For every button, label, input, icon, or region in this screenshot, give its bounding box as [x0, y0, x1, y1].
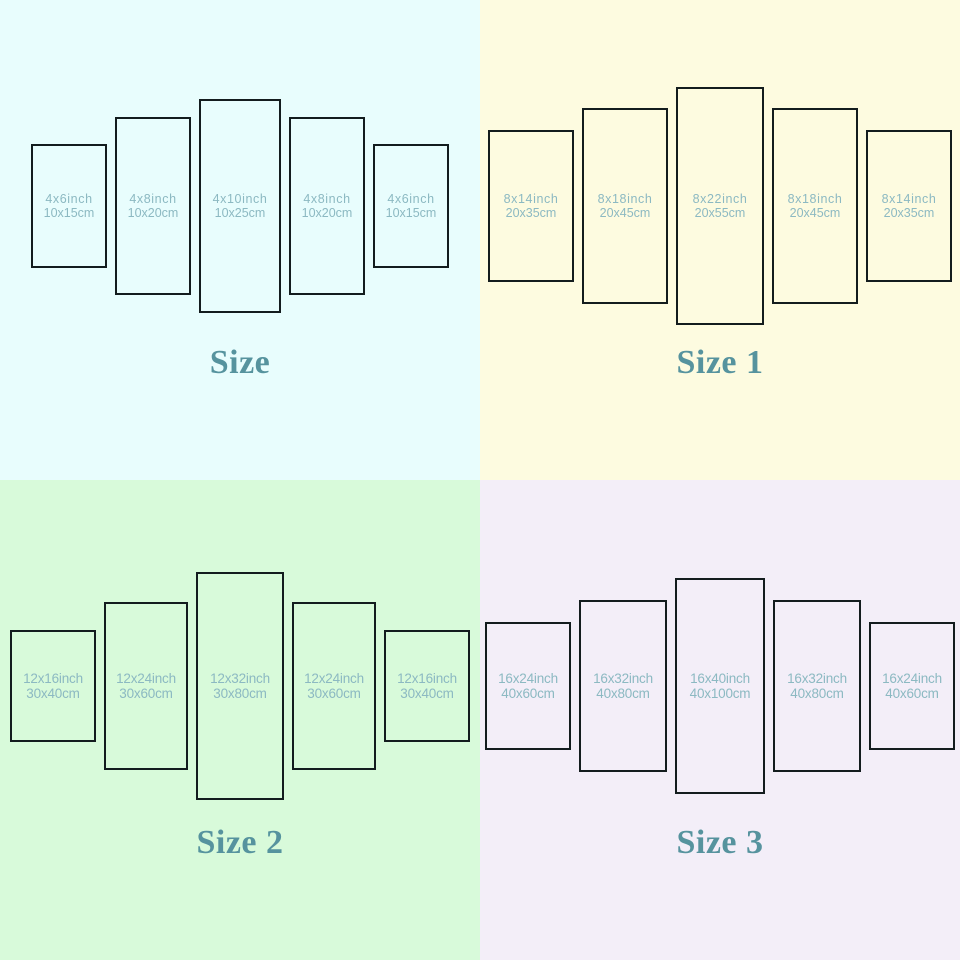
- panel-size-centimeters: 30x60cm: [307, 686, 361, 701]
- panel-size-centimeters: 30x40cm: [26, 686, 80, 701]
- panel-size-inches: 16x24inch: [498, 670, 558, 686]
- panel-size-inches: 4x8inch: [303, 192, 351, 206]
- panel-size-inches: 12x32inch: [210, 670, 270, 686]
- panel-size-centimeters: 20x45cm: [599, 206, 651, 220]
- panel-size-inches: 12x24inch: [116, 670, 176, 686]
- size-option-title: Size 1: [676, 344, 764, 381]
- panel-size-inches: 4x8inch: [129, 192, 177, 206]
- panel-size-inches: 12x16inch: [397, 670, 457, 686]
- panel-size-centimeters: 10x15cm: [385, 206, 437, 220]
- panel-size-inches: 12x24inch: [304, 670, 364, 686]
- size-option-title: Size: [209, 344, 271, 381]
- panel-size-inches: 8x14inch: [881, 192, 937, 206]
- size-option-title: Size 2: [196, 824, 284, 861]
- size-option-title: Size 3: [676, 824, 764, 861]
- panel-size-inches: 16x40inch: [690, 670, 750, 686]
- panel-size-centimeters: 40x80cm: [596, 686, 650, 701]
- panel-size-centimeters: 40x60cm: [501, 686, 555, 701]
- panel-size-centimeters: 30x60cm: [119, 686, 173, 701]
- panel-size-inches: 8x18inch: [787, 192, 843, 206]
- panel-size-centimeters: 10x20cm: [301, 206, 353, 220]
- panel-size-centimeters: 20x35cm: [883, 206, 935, 220]
- panel-size-inches: 4x6inch: [387, 192, 435, 206]
- panel-size-inches: 8x22inch: [692, 192, 748, 206]
- panel-size-inches: 8x14inch: [503, 192, 559, 206]
- panel-size-inches: 8x18inch: [597, 192, 653, 206]
- panel-size-centimeters: 40x80cm: [790, 686, 844, 701]
- panel-size-inches: 16x24inch: [882, 670, 942, 686]
- panel-size-centimeters: 20x35cm: [505, 206, 557, 220]
- panel-size-centimeters: 20x55cm: [694, 206, 746, 220]
- panel-size-centimeters: 40x60cm: [885, 686, 939, 701]
- panel-size-centimeters: 40x100cm: [689, 686, 751, 701]
- panel-size-centimeters: 10x25cm: [214, 206, 266, 220]
- panel-size-inches: 16x32inch: [593, 670, 653, 686]
- panel-size-inches: 12x16inch: [23, 670, 83, 686]
- panel-size-inches: 4x10inch: [212, 192, 268, 206]
- panel-size-inches: 16x32inch: [787, 670, 847, 686]
- panel-size-centimeters: 10x15cm: [43, 206, 95, 220]
- panel-size-centimeters: 30x80cm: [213, 686, 267, 701]
- panel-size-inches: 4x6inch: [45, 192, 93, 206]
- panel-size-centimeters: 10x20cm: [127, 206, 179, 220]
- panel-size-centimeters: 20x45cm: [789, 206, 841, 220]
- panel-size-centimeters: 30x40cm: [400, 686, 454, 701]
